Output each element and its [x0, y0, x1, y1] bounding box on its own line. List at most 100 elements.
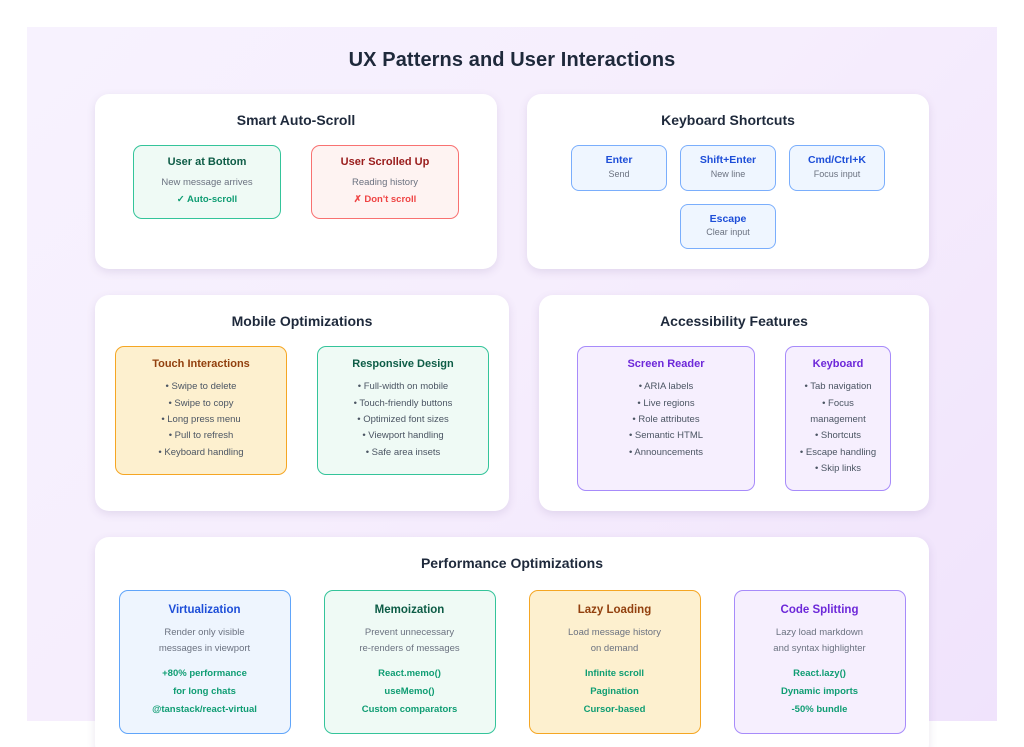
shortcut-key: Cmd/Ctrl+K	[807, 154, 867, 166]
card-grid: Smart Auto-Scroll User at Bottom New mes…	[27, 94, 997, 747]
feature-box-responsive-design[interactable]: Responsive Design • Full-width on mobile…	[317, 346, 489, 476]
auto-scroll-states: User at Bottom New message arrives ✓ Aut…	[115, 145, 477, 220]
shortcut-key: Enter	[605, 154, 633, 166]
feature-item: • Semantic HTML	[628, 430, 704, 442]
feature-item: • Swipe to delete	[165, 381, 237, 393]
technique-description: messages in viewport	[158, 643, 251, 655]
card-title-keyboard-shortcuts: Keyboard Shortcuts	[661, 112, 795, 128]
accessibility-feature-boxes: Screen Reader • ARIA labels • Live regio…	[559, 346, 909, 492]
card-row-1: Smart Auto-Scroll User at Bottom New mes…	[95, 94, 929, 270]
card-title-accessibility-features: Accessibility Features	[660, 313, 808, 330]
technique-metric: for long chats	[173, 685, 236, 697]
feature-item: • Role attributes	[632, 414, 700, 426]
technique-metrics: React.lazy() Dynamic imports -50% bundle	[745, 666, 895, 718]
technique-metric: React.lazy()	[793, 667, 846, 679]
shortcut-chip-enter[interactable]: Enter Send	[571, 145, 667, 191]
card-row-2: Mobile Optimizations Touch Interactions …	[95, 295, 929, 512]
feature-title: Screen Reader	[627, 358, 705, 371]
technique-description: re-renders of messages	[359, 643, 460, 655]
feature-item: • Touch-friendly buttons	[353, 397, 453, 409]
feature-item: • Pull to refresh	[168, 430, 234, 442]
technique-box-lazy-loading[interactable]: Lazy Loading Load message history on dem…	[528, 590, 701, 734]
feature-item: • Escape handling	[799, 446, 877, 458]
feature-title: Touch Interactions	[152, 358, 250, 371]
shortcut-chip-row-2: Escape Clear input	[547, 203, 909, 250]
feature-item: • ARIA labels	[638, 381, 694, 393]
shortcut-chip-escape[interactable]: Escape Clear input	[680, 203, 776, 250]
technique-metrics: Infinite scroll Pagination Cursor-based	[540, 666, 690, 718]
feature-item: • Safe area insets	[365, 446, 441, 458]
technique-metrics: React.memo() useMemo() Custom comparator…	[335, 666, 485, 718]
technique-metric: +80% performance	[162, 667, 247, 679]
state-description: New message arrives	[161, 177, 253, 188]
feature-item: • Skip links	[814, 463, 862, 475]
technique-description: Load message history	[568, 627, 661, 639]
state-title: User Scrolled Up	[340, 156, 430, 168]
technique-box-code-splitting[interactable]: Code Splitting Lazy load markdown and sy…	[733, 590, 906, 734]
shortcut-chip-cmd-ctrl-k[interactable]: Cmd/Ctrl+K Focus input	[789, 145, 885, 191]
mobile-feature-boxes: Touch Interactions • Swipe to delete • S…	[115, 346, 489, 476]
feature-item: • Long press menu	[161, 414, 241, 426]
feature-item: • Shortcuts	[814, 430, 862, 442]
technique-box-virtualization[interactable]: Virtualization Render only visible messa…	[118, 590, 291, 734]
technique-metric: useMemo()	[384, 685, 435, 697]
infographic-board: UX Patterns and User Interactions Smart …	[27, 27, 997, 747]
technique-description: Lazy load markdown	[775, 627, 864, 639]
feature-box-touch-interactions[interactable]: Touch Interactions • Swipe to delete • S…	[115, 346, 287, 476]
technique-metric: Dynamic imports	[780, 685, 859, 697]
technique-metric: -50% bundle	[791, 703, 848, 715]
card-accessibility-features: Accessibility Features Screen Reader • A…	[539, 295, 929, 512]
feature-item: • Viewport handling	[362, 430, 444, 442]
page-title: UX Patterns and User Interactions	[348, 49, 676, 71]
technique-metric: Cursor-based	[583, 703, 646, 715]
feature-item: • Keyboard handling	[158, 446, 244, 458]
card-title-mobile-optimizations: Mobile Optimizations	[231, 313, 373, 330]
shortcut-description: Focus input	[813, 168, 861, 179]
technique-box-memoization[interactable]: Memoization Prevent unnecessary re-rende…	[323, 590, 496, 734]
shortcut-key: Shift+Enter	[699, 154, 757, 166]
shortcut-chip-row-1: Enter Send Shift+Enter New line Cmd/Ctrl…	[547, 145, 909, 191]
technique-description: on demand	[590, 643, 639, 655]
feature-item: • Optimized font sizes	[357, 414, 449, 426]
feature-item: • Full-width on mobile	[357, 381, 449, 393]
feature-item: • Live regions	[637, 397, 695, 409]
card-performance-optimizations: Performance Optimizations Virtualization…	[95, 537, 929, 747]
feature-box-screen-reader[interactable]: Screen Reader • ARIA labels • Live regio…	[577, 346, 755, 492]
technique-description: Render only visible	[164, 627, 245, 639]
shortcut-description: Send	[608, 168, 630, 179]
technique-title: Lazy Loading	[577, 604, 652, 617]
state-title: User at Bottom	[167, 156, 247, 168]
feature-title: Keyboard	[812, 358, 864, 371]
technique-description: and syntax highlighter	[773, 643, 866, 655]
card-smart-auto-scroll: Smart Auto-Scroll User at Bottom New mes…	[95, 94, 497, 270]
feature-title: Responsive Design	[352, 358, 454, 371]
feature-item: • Tab navigation	[804, 381, 872, 393]
feature-item: • Announcements	[628, 446, 704, 458]
performance-technique-boxes: Virtualization Render only visible messa…	[115, 588, 909, 734]
shortcut-chip-shift-enter[interactable]: Shift+Enter New line	[680, 145, 776, 191]
technique-metric: @tanstack/react-virtual	[152, 703, 257, 715]
card-keyboard-shortcuts: Keyboard Shortcuts Enter Send Shift+Ente…	[527, 94, 929, 270]
technique-title: Virtualization	[168, 604, 241, 617]
card-mobile-optimizations: Mobile Optimizations Touch Interactions …	[95, 295, 509, 512]
shortcut-description: New line	[710, 168, 746, 179]
card-title-performance-optimizations: Performance Optimizations	[420, 555, 604, 572]
technique-metrics: +80% performance for long chats @tanstac…	[130, 666, 280, 718]
feature-item: • Swipe to copy	[168, 397, 234, 409]
shortcut-description: Clear input	[706, 227, 750, 238]
card-row-3: Performance Optimizations Virtualization…	[95, 537, 929, 747]
state-box-user-scrolled-up[interactable]: User Scrolled Up Reading history ✗ Don't…	[311, 145, 459, 220]
technique-title: Memoization	[374, 604, 445, 617]
technique-metric: Pagination	[590, 685, 639, 697]
feature-item: • Focus management	[810, 397, 866, 426]
state-box-user-at-bottom[interactable]: User at Bottom New message arrives ✓ Aut…	[133, 145, 281, 220]
technique-metric: Infinite scroll	[584, 667, 645, 679]
card-title-smart-auto-scroll: Smart Auto-Scroll	[236, 112, 356, 128]
feature-box-keyboard[interactable]: Keyboard • Tab navigation • Focus manage…	[785, 346, 891, 492]
state-outcome: ✗ Don't scroll	[353, 193, 417, 205]
technique-metric: React.memo()	[378, 667, 441, 679]
technique-title: Code Splitting	[780, 604, 859, 617]
shortcut-key: Escape	[709, 212, 747, 225]
technique-description: Prevent unnecessary	[364, 627, 455, 639]
